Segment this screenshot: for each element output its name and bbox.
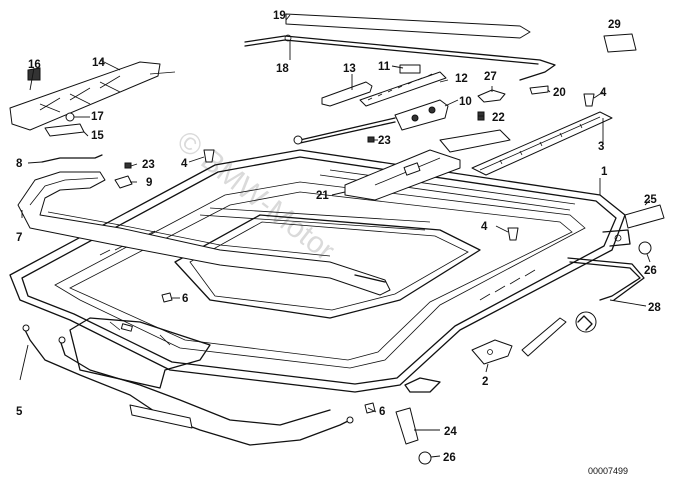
label-22: 22 (492, 112, 505, 124)
label-10: 10 (459, 96, 472, 108)
label-12: 12 (455, 73, 468, 85)
label-1: 1 (601, 166, 608, 178)
label-15: 15 (91, 130, 104, 142)
label-25: 25 (644, 194, 657, 206)
drive-assembly (293, 64, 449, 145)
cover-frame-seal (17, 171, 391, 296)
rear-bracket (471, 339, 513, 365)
label-24: 24 (444, 426, 457, 438)
label-7: 7 (16, 232, 22, 244)
label-18: 18 (276, 63, 289, 75)
fasteners (114, 93, 595, 414)
diagram-code: 00007499 (588, 466, 628, 476)
label-21: 21 (316, 190, 329, 202)
cable-part-8 (41, 154, 103, 163)
drive-bracket (344, 129, 511, 201)
label-6-left: 6 (182, 293, 188, 305)
label-20: 20 (553, 87, 566, 99)
label-23-center: 23 (378, 135, 391, 147)
label-13: 13 (343, 63, 356, 75)
label-6-bottom: 6 (379, 406, 385, 418)
label-4-center: 4 (481, 221, 488, 233)
side-rail (471, 111, 613, 176)
label-3: 3 (598, 141, 604, 153)
small-parts-top (477, 33, 637, 103)
front-guide (9, 61, 176, 137)
label-4-left: 4 (181, 158, 188, 170)
seal-loop (521, 257, 645, 357)
label-14: 14 (92, 57, 105, 69)
label-28: 28 (648, 302, 661, 314)
drain-cables (22, 324, 354, 446)
label-4-top-right: 4 (600, 87, 607, 99)
label-27: 27 (484, 71, 497, 83)
label-19: 19 (273, 10, 286, 22)
drain-hoses (395, 204, 665, 465)
label-9: 9 (146, 177, 152, 189)
label-5: 5 (16, 406, 23, 418)
label-8: 8 (16, 158, 23, 170)
label-29: 29 (608, 19, 621, 31)
label-16: 16 (28, 59, 41, 71)
part-labels: 19 29 18 16 14 13 11 12 27 20 4 10 17 22… (16, 10, 661, 476)
leader-lines (19, 14, 651, 458)
label-2: 2 (482, 376, 488, 388)
label-26-right: 26 (644, 265, 657, 277)
label-17: 17 (91, 111, 104, 123)
label-23-left: 23 (142, 159, 155, 171)
wind-deflector (244, 13, 556, 95)
label-11: 11 (378, 61, 391, 73)
label-26-bottom: 26 (443, 452, 456, 464)
